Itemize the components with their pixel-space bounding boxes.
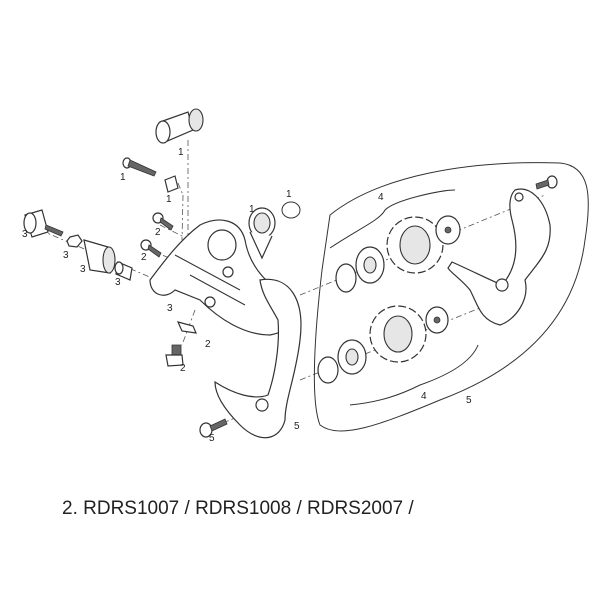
callout-label: 1: [286, 189, 292, 200]
bracket-4-upper: [329, 189, 456, 249]
callout-label: 2: [180, 363, 186, 374]
derailleur-body: [149, 219, 296, 336]
inner-cage-plate: [447, 175, 558, 326]
callout-label: 4: [421, 391, 427, 402]
callout-label: 1: [178, 147, 184, 158]
outer-cage-plate: [214, 278, 302, 439]
callout-label: 1: [249, 204, 255, 215]
cage-assembly-outline: [313, 162, 589, 432]
upper-pulley: [335, 215, 461, 293]
limit-screw: [122, 157, 157, 177]
callout-label: 4: [378, 192, 384, 203]
callout-label: 5: [466, 395, 472, 406]
cable-clamp: [164, 175, 179, 193]
callout-label: 1: [166, 194, 172, 205]
callout-label: 2: [141, 252, 147, 263]
callout-label: 3: [167, 303, 173, 314]
pivot-spring: [248, 201, 301, 260]
callout-label: 3: [63, 250, 69, 261]
lower-pulley: [317, 305, 449, 384]
callout-label: 1: [120, 172, 126, 183]
callout-label: 5: [294, 421, 300, 432]
bracket-4-lower: [349, 344, 479, 406]
callout-label: 2: [155, 227, 161, 238]
b-bolt-bushing: [155, 108, 204, 144]
barrel-adjuster-parts: [23, 209, 133, 281]
callout-label: 3: [22, 229, 28, 240]
screws: [140, 212, 228, 438]
callout-label: 3: [115, 277, 121, 288]
part-numbers-caption: 2. RDRS1007 / RDRS1008 / RDRS2007 /: [62, 498, 414, 519]
callout-label: 5: [209, 433, 215, 444]
callout-label: 2: [205, 339, 211, 350]
callout-label: 3: [80, 264, 86, 275]
